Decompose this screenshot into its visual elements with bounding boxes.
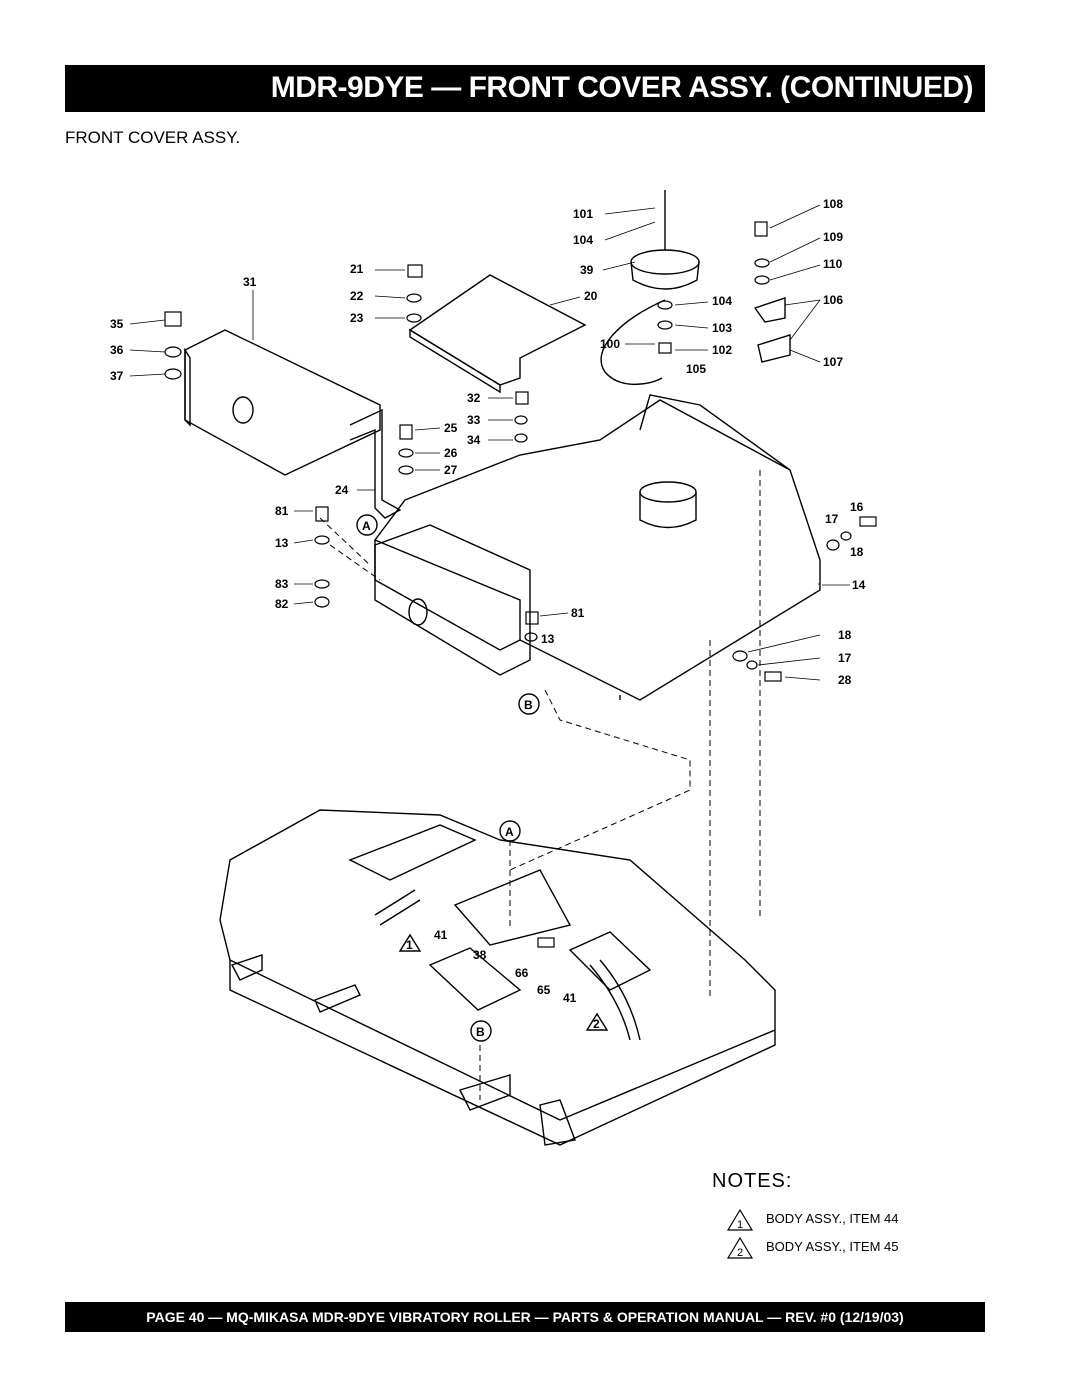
callout: 104 xyxy=(573,233,593,247)
callout: 104 xyxy=(712,294,732,308)
callout: 32 xyxy=(467,391,481,405)
callout: 81 xyxy=(275,504,289,518)
callout: 36 xyxy=(110,343,124,357)
callout: 81 xyxy=(571,606,585,620)
right-brackets xyxy=(753,297,791,363)
callout: 23 xyxy=(350,311,364,325)
triangle-note-icon: 2 xyxy=(726,1236,754,1259)
callout: 34 xyxy=(467,433,481,447)
callout: 14 xyxy=(852,578,866,592)
callout: 37 xyxy=(110,369,124,383)
marker-b-upper: B xyxy=(524,698,533,712)
hose xyxy=(600,299,666,386)
svg-text:1: 1 xyxy=(737,1219,743,1231)
circle-markers: A B A B xyxy=(356,514,540,1042)
callout: 39 xyxy=(580,263,594,277)
triangle-note-icon: 1 xyxy=(726,1208,754,1231)
callout: 66 xyxy=(515,966,529,980)
callout: 35 xyxy=(110,317,124,331)
callout: 18 xyxy=(850,545,864,559)
callout: 17 xyxy=(825,512,839,526)
callout: 25 xyxy=(444,421,458,435)
callout: 18 xyxy=(838,628,852,642)
section-subtitle: FRONT COVER ASSY. xyxy=(65,128,241,147)
callout: 16 xyxy=(850,500,864,514)
callout: 101 xyxy=(573,207,593,221)
triangle-marker-2: 2 xyxy=(593,1017,600,1031)
note-text: BODY ASSY., ITEM 44 xyxy=(766,1211,899,1226)
callout: 100 xyxy=(600,337,620,351)
callout: 27 xyxy=(444,463,458,477)
callout: 22 xyxy=(350,289,364,303)
callout: 13 xyxy=(275,536,289,550)
callout: 103 xyxy=(712,321,732,335)
callout: 109 xyxy=(823,230,843,244)
front-cover-body xyxy=(373,394,821,701)
callout: 82 xyxy=(275,597,289,611)
callout: 17 xyxy=(838,651,852,665)
callout: 26 xyxy=(444,446,458,460)
callout-labels: 101 104 39 108 109 110 21 22 23 20 104 1… xyxy=(110,197,866,1005)
notes-title: NOTES: xyxy=(712,1170,793,1192)
triangle-marker-1: 1 xyxy=(406,938,413,952)
callout: 33 xyxy=(467,413,481,427)
marker-a-upper: A xyxy=(362,519,371,533)
triangle-markers: 1 2 xyxy=(398,933,609,1031)
callout: 83 xyxy=(275,577,289,591)
callout: 107 xyxy=(823,355,843,369)
callout: 108 xyxy=(823,197,843,211)
callout: 105 xyxy=(686,362,706,376)
leader-lines xyxy=(129,204,850,681)
cover-plate xyxy=(408,274,587,394)
notes-section: NOTES: 1 BODY ASSY., ITEM 44 2 BODY ASSY… xyxy=(712,1170,1012,1259)
callout: 24 xyxy=(335,483,349,497)
marker-b-lower: B xyxy=(476,1025,485,1039)
base-frame xyxy=(219,809,776,1146)
fasteners xyxy=(164,221,877,948)
callout: 41 xyxy=(434,928,448,942)
callout: 110 xyxy=(823,257,843,271)
page-title-bar: MDR-9DYE — FRONT COVER ASSY. (CONTINUED) xyxy=(65,65,985,112)
svg-text:2: 2 xyxy=(737,1247,743,1259)
callout: 38 xyxy=(473,948,487,962)
callout: 41 xyxy=(563,991,577,1005)
callout: 20 xyxy=(584,289,598,303)
page-title: MDR-9DYE — FRONT COVER ASSY. (CONTINUED) xyxy=(270,71,974,104)
callout: 13 xyxy=(541,632,555,646)
callout: 65 xyxy=(537,983,551,997)
left-side-cover xyxy=(184,329,381,476)
callout: 31 xyxy=(243,275,257,289)
callout: 21 xyxy=(350,262,364,276)
note-text: BODY ASSY., ITEM 45 xyxy=(766,1239,899,1254)
callout: 28 xyxy=(838,673,852,687)
bracket xyxy=(349,408,402,519)
marker-a-lower: A xyxy=(505,825,514,839)
callout: 102 xyxy=(712,343,732,357)
footer-bar: PAGE 40 — MQ-MIKASA MDR-9DYE VIBRATORY R… xyxy=(65,1302,985,1332)
assembly-lines xyxy=(319,470,761,1100)
footer-text: PAGE 40 — MQ-MIKASA MDR-9DYE VIBRATORY R… xyxy=(146,1309,904,1325)
filler-cap xyxy=(630,190,700,290)
callout: 106 xyxy=(823,293,843,307)
